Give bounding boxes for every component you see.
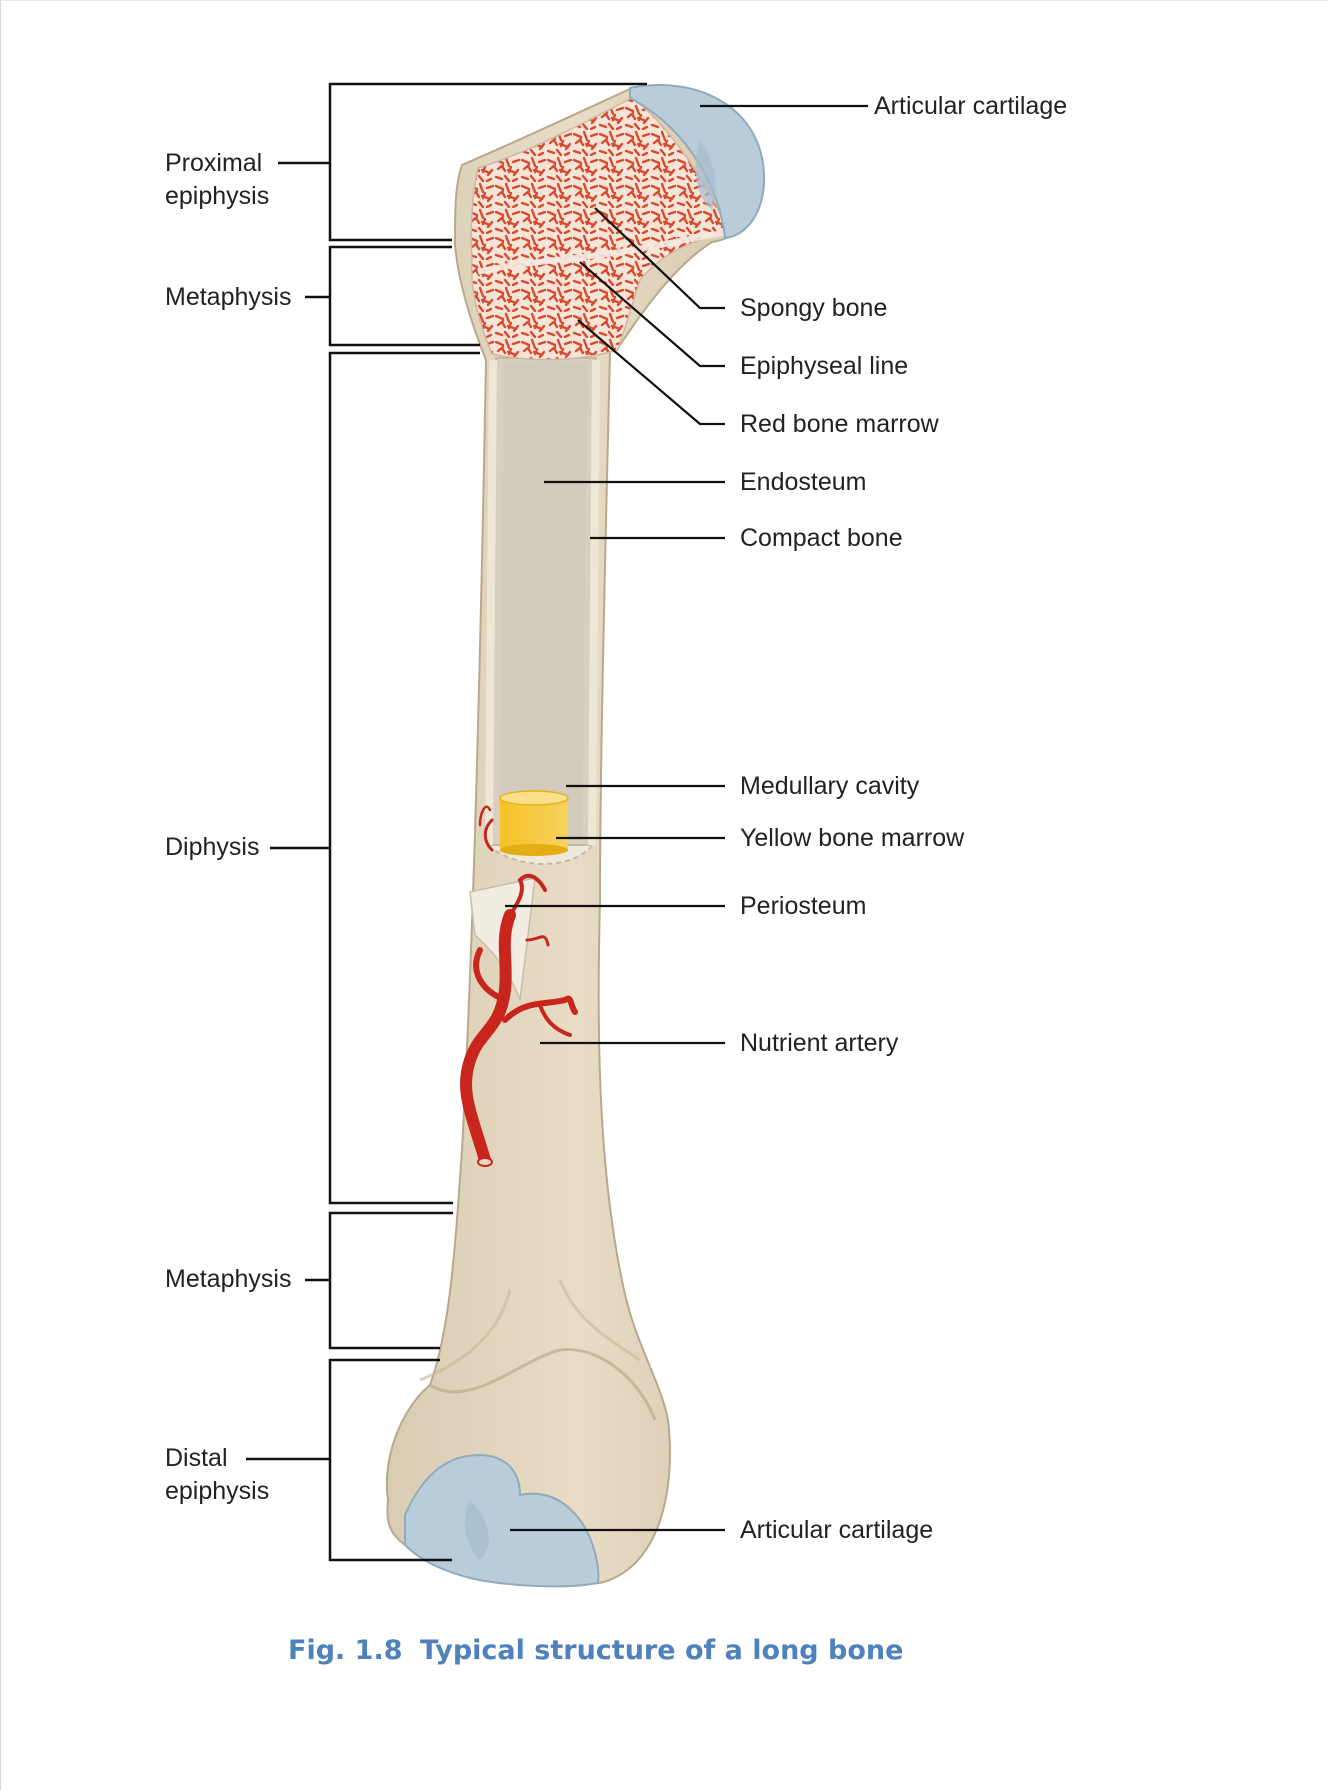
label-diaphysis: Diphysis	[165, 833, 260, 861]
label-yellow-bone-marrow: Yellow bone marrow	[740, 824, 965, 852]
epiphyseal-line-mark	[477, 229, 731, 275]
distal-condyle-shading	[429, 1348, 657, 1421]
label-compact-bone: Compact bone	[740, 524, 903, 552]
label-periosteum: Periosteum	[740, 892, 867, 920]
articular-cartilage-top-shape	[629, 84, 766, 240]
label-distal-epiphysis: Distal epiphysis	[165, 1444, 270, 1505]
label-endosteum: Endosteum	[740, 468, 867, 496]
bone	[385, 84, 766, 1588]
label-articular-cartilage-bottom: Articular cartilage	[740, 1516, 934, 1544]
label-articular-cartilage-top: Articular cartilage	[874, 92, 1068, 120]
label-nutrient-artery: Nutrient artery	[740, 1029, 899, 1057]
leader-lines	[505, 104, 868, 1532]
nutrient-artery-vessel	[459, 805, 578, 1166]
label-spongy-bone: Spongy bone	[740, 294, 888, 322]
spongy-bone	[470, 97, 732, 361]
label-medullary-cavity: Medullary cavity	[740, 772, 920, 800]
label-metaphysis-lower: Metaphysis	[165, 1265, 292, 1293]
yellow-marrow-cylinder	[499, 790, 569, 856]
figure-caption: Fig. 1.8 Typical structure of a long bone	[288, 1635, 903, 1666]
label-proximal-epiphysis: Proximal epiphysis	[165, 149, 270, 210]
region-brackets	[246, 82, 647, 1562]
label-epiphyseal-line: Epiphyseal line	[740, 352, 909, 380]
label-metaphysis-upper: Metaphysis	[165, 283, 292, 311]
endosteum-wall	[500, 362, 588, 840]
articular-cartilage-bottom-shape	[404, 1453, 600, 1588]
figure-title: Typical structure of a long bone	[420, 1635, 904, 1666]
figure-number: Fig. 1.8	[288, 1635, 403, 1666]
label-red-bone-marrow: Red bone marrow	[740, 410, 939, 438]
